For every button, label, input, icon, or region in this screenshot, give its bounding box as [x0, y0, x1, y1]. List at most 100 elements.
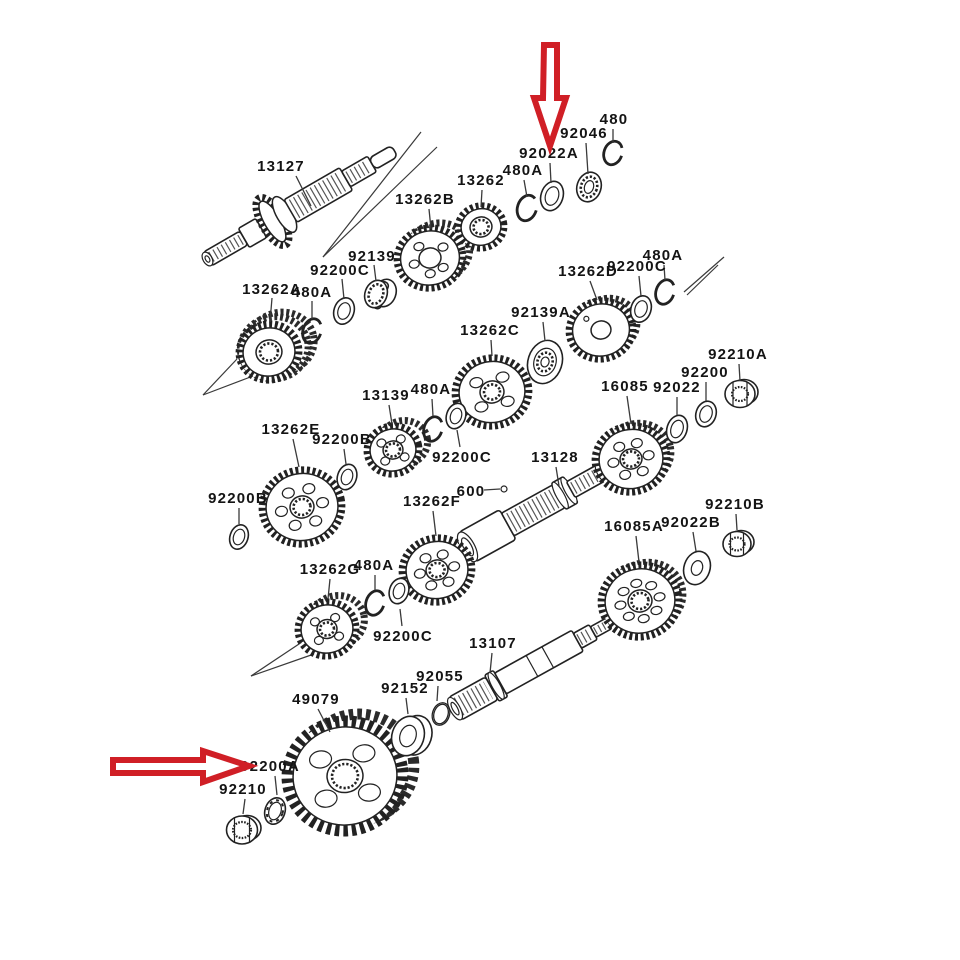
- part-ball-600: [500, 485, 508, 493]
- part-nut-92210A: [724, 378, 759, 409]
- part-gear-49079: [281, 708, 420, 837]
- leader-92152: [405, 697, 409, 715]
- leader-13128: [555, 466, 560, 487]
- part-circlip-480A: [515, 193, 539, 223]
- leader-92200C-2: [638, 275, 642, 297]
- leader-lines: [238, 129, 741, 815]
- part-nut-92210B: [722, 529, 755, 558]
- leader-92210A: [738, 363, 741, 382]
- leader-49079: [317, 708, 331, 733]
- leader-92210B: [735, 513, 738, 531]
- leader-13262F: [432, 510, 437, 537]
- part-output-shaft-13128: [456, 464, 607, 563]
- part-washer-92200B: [336, 463, 358, 491]
- leader-92200A: [274, 775, 278, 796]
- part-washer-92022A: [539, 180, 565, 212]
- part-input-shaft-13127: [201, 146, 397, 267]
- part-washer-92200C-3: [445, 402, 467, 430]
- label-13262D: 13262D: [558, 263, 618, 280]
- label-92152: 92152: [381, 680, 429, 697]
- label-92022B: 92022B: [661, 514, 721, 531]
- part-circlip-480A-4: [422, 415, 444, 443]
- label-92055: 92055: [416, 668, 464, 685]
- label-92022A: 92022A: [519, 145, 579, 162]
- part-nut-92210: [225, 814, 262, 845]
- leader-92139A: [542, 321, 546, 342]
- leader-13262G: [327, 578, 331, 600]
- part-gear-13262E: [258, 466, 346, 548]
- leader-92200C: [341, 278, 345, 300]
- leader-92200C-4: [399, 608, 403, 627]
- part-needle-bearing-92139: [363, 278, 398, 310]
- part-lock-washer-92200A: [263, 796, 287, 826]
- leader-13262B: [428, 208, 432, 230]
- label-480A-3: 480A: [643, 247, 684, 264]
- leader-92200B: [343, 448, 347, 465]
- leader-92022A: [549, 162, 552, 184]
- part-circlip-480A-3: [654, 278, 676, 306]
- red-arrow-right-icon: [110, 746, 259, 787]
- part-gear-13262A: [235, 308, 318, 384]
- part-bearing-92152: [390, 714, 433, 757]
- part-washer-92022: [665, 414, 689, 444]
- label-13128: 13128: [531, 449, 579, 466]
- axis-line: [686, 264, 719, 296]
- label-600: 600: [457, 483, 486, 500]
- label-92210: 92210: [219, 781, 267, 798]
- label-92200A: 92200A: [240, 758, 300, 775]
- part-hub-13139: [363, 417, 432, 478]
- leader-92055: [436, 685, 439, 702]
- label-13107: 13107: [469, 635, 517, 652]
- label-92200B-2: 92200B: [208, 490, 268, 507]
- label-92139A: 92139A: [511, 304, 571, 321]
- leader-13262A: [269, 297, 273, 323]
- label-92200C-4: 92200C: [373, 628, 433, 645]
- label-480A: 480A: [503, 162, 544, 179]
- leader-480A: [523, 179, 528, 198]
- leader-92139: [373, 264, 377, 282]
- leader-13262E: [292, 438, 300, 468]
- axis-line: [202, 375, 254, 396]
- part-washer-92200C-2: [629, 294, 653, 324]
- part-gear-13262G: [294, 592, 368, 660]
- label-13262A: 13262A: [242, 281, 302, 298]
- label-13262F: 13262F: [403, 493, 461, 510]
- axis-line: [322, 146, 438, 258]
- part-gear-13262B: [393, 219, 474, 292]
- label-480A-2: 480A: [292, 284, 333, 301]
- part-washer-92022B: [682, 550, 712, 586]
- label-13262C: 13262C: [460, 322, 520, 339]
- label-92046: 92046: [560, 125, 608, 142]
- part-gear-13262C: [451, 354, 533, 430]
- label-92139: 92139: [348, 248, 396, 265]
- leader-13262: [480, 189, 483, 208]
- label-92210A: 92210A: [708, 346, 768, 363]
- axis-line: [202, 358, 238, 396]
- leader-13107: [489, 652, 493, 674]
- leader-600: [483, 488, 501, 491]
- label-16085A: 16085A: [604, 518, 664, 535]
- label-92200C-3: 92200C: [432, 449, 492, 466]
- part-oring-92055: [431, 702, 451, 726]
- part-labels: 13127 480A 92022A 92046 480 13262B 13262…: [208, 111, 768, 798]
- part-drive-shaft-13107: [446, 618, 612, 721]
- label-480: 480: [600, 111, 629, 128]
- part-washer-92200C: [332, 296, 356, 326]
- label-13127: 13127: [257, 158, 305, 175]
- leader-13139: [388, 404, 393, 425]
- leader-16085: [626, 395, 632, 425]
- label-480A-4: 480A: [411, 381, 452, 398]
- label-13262: 13262: [457, 172, 505, 189]
- part-bearing-92139A: [526, 339, 564, 385]
- leader-13262D: [589, 280, 598, 301]
- leader-480A-4: [431, 398, 434, 417]
- leader-92046: [585, 142, 589, 175]
- leader-92210: [242, 798, 246, 815]
- label-480A-5: 480A: [354, 557, 395, 574]
- part-needle-bearing-92046: [575, 171, 603, 203]
- label-92210B: 92210B: [705, 496, 765, 513]
- label-13262B: 13262B: [395, 191, 455, 208]
- part-washer-92200: [694, 400, 718, 428]
- axis-line: [250, 653, 315, 677]
